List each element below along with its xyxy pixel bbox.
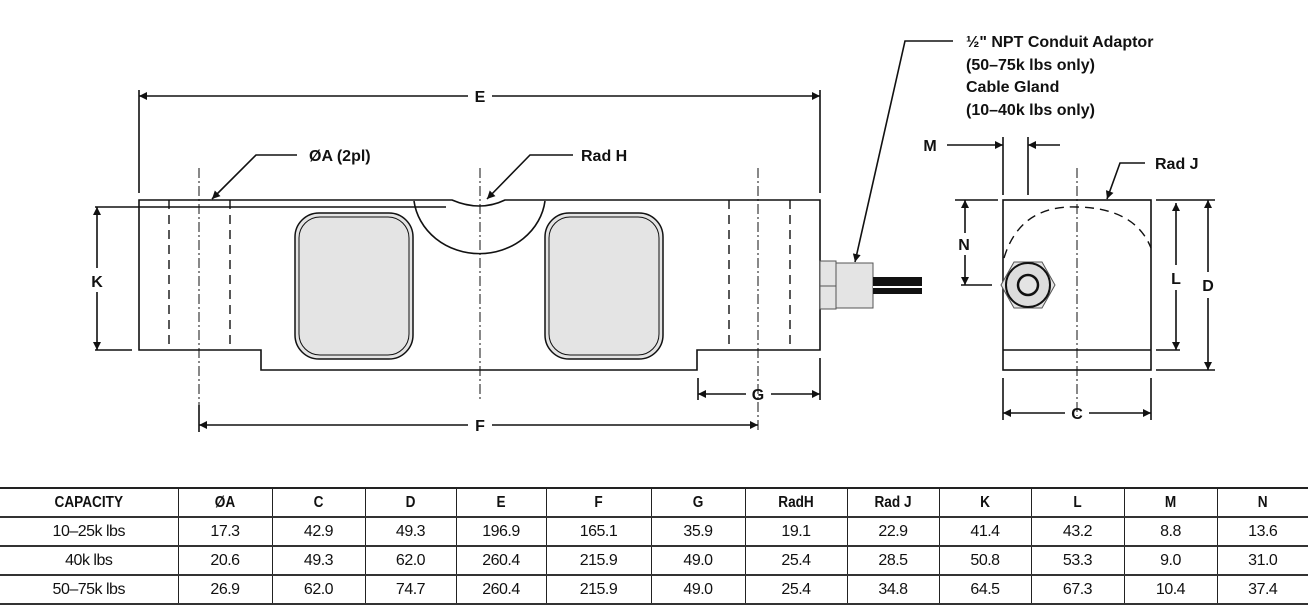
dimension-cell: 41.4: [938, 516, 1032, 547]
dimension-cell: 19.1: [744, 516, 848, 547]
side-view: [95, 168, 922, 432]
dimension-cell: 37.4: [1216, 574, 1308, 605]
dimension-cell: 50.8: [938, 545, 1032, 576]
dimension-cell: 49.0: [650, 574, 746, 605]
dimension-cell: 49.0: [650, 545, 746, 576]
dimension-cell: 165.1: [545, 516, 652, 547]
dim-label-e: E: [475, 89, 486, 106]
column-header: RadH: [752, 487, 840, 518]
capacity-cell: 10–25k lbs: [0, 516, 179, 547]
strain-window-left: [294, 212, 414, 360]
strain-window-right: [544, 212, 664, 360]
dimension-cell: 34.8: [846, 574, 940, 605]
dim-label-l: L: [1171, 271, 1181, 288]
dimension-cell: 20.6: [177, 545, 273, 576]
label-gland-capacity: (10–40k lbs only): [966, 102, 1095, 119]
dimension-cell: 28.5: [846, 545, 940, 576]
dimension-cell: 9.0: [1123, 545, 1218, 576]
side-dimensions: E F G K ØA (2pl) Rad H ½" NPT Conduit Ad…: [91, 34, 1153, 435]
dimension-cell: 49.3: [364, 516, 457, 547]
dimension-cell: 53.3: [1030, 545, 1125, 576]
dim-label-c: C: [1071, 406, 1083, 423]
column-header: E: [462, 487, 540, 518]
dimension-cell: 74.7: [364, 574, 457, 605]
column-header: C: [278, 487, 359, 518]
dimension-cell: 25.4: [744, 545, 848, 576]
rad-j-arc: [1003, 206, 1152, 259]
label-rad-h: Rad H: [581, 148, 627, 165]
beam-outline: [138, 199, 821, 371]
dim-label-g: G: [752, 387, 764, 404]
capacity-cell: 50–75k lbs: [0, 574, 179, 605]
dimension-cell: 25.4: [744, 574, 848, 605]
column-header: M: [1130, 487, 1211, 518]
dimension-cell: 43.2: [1030, 516, 1125, 547]
cable: [873, 277, 922, 294]
column-header: ØA: [184, 487, 266, 518]
conduit-adaptor: [835, 262, 874, 309]
column-header: D: [371, 487, 450, 518]
dimension-cell: 13.6: [1216, 516, 1308, 547]
end-view: M Rad J N L D C: [923, 137, 1215, 423]
dimension-cell: 196.9: [455, 516, 547, 547]
dim-label-m: M: [923, 138, 936, 155]
column-header: G: [657, 487, 739, 518]
column-header: N: [1223, 487, 1302, 518]
column-header: F: [553, 487, 644, 518]
dimension-cell: 67.3: [1030, 574, 1125, 605]
column-header: Rad J: [853, 487, 933, 518]
gland-nut: [819, 260, 837, 310]
label-conduit-capacity: (50–75k lbs only): [966, 57, 1095, 74]
strain-window-right-inner: [548, 216, 660, 356]
strain-window-left-inner: [298, 216, 410, 356]
dim-label-k: K: [91, 274, 103, 291]
dimension-cell: 260.4: [455, 574, 547, 605]
dim-label-f: F: [475, 418, 485, 435]
column-header: K: [945, 487, 1025, 518]
capacity-cell: 40k lbs: [0, 545, 179, 576]
label-rad-j: Rad J: [1155, 156, 1199, 173]
dimension-cell: 62.0: [364, 545, 457, 576]
load-cell-drawing: E F G K ØA (2pl) Rad H ½" NPT Conduit Ad…: [91, 34, 1215, 435]
column-header: L: [1037, 487, 1118, 518]
dimension-cell: 215.9: [545, 574, 652, 605]
dimension-cell: 62.0: [271, 574, 366, 605]
label-conduit-adaptor: ½" NPT Conduit Adaptor: [966, 34, 1153, 51]
column-header: CAPACITY: [13, 487, 166, 518]
dimension-cell: 31.0: [1216, 545, 1308, 576]
dimension-cell: 215.9: [545, 545, 652, 576]
dimension-cell: 8.8: [1123, 516, 1218, 547]
dimension-cell: 64.5: [938, 574, 1032, 605]
dimension-cell: 35.9: [650, 516, 746, 547]
dimension-cell: 22.9: [846, 516, 940, 547]
dimension-cell: 49.3: [271, 545, 366, 576]
label-hole-diameter: ØA (2pl): [309, 148, 371, 165]
dim-label-d: D: [1202, 278, 1214, 295]
dimension-cell: 26.9: [177, 574, 273, 605]
dimension-cell: 10.4: [1123, 574, 1218, 605]
label-cable-gland: Cable Gland: [966, 79, 1059, 96]
dimension-cell: 42.9: [271, 516, 366, 547]
dim-label-n: N: [958, 237, 970, 254]
dimension-cell: 260.4: [455, 545, 547, 576]
dimension-cell: 17.3: [177, 516, 273, 547]
